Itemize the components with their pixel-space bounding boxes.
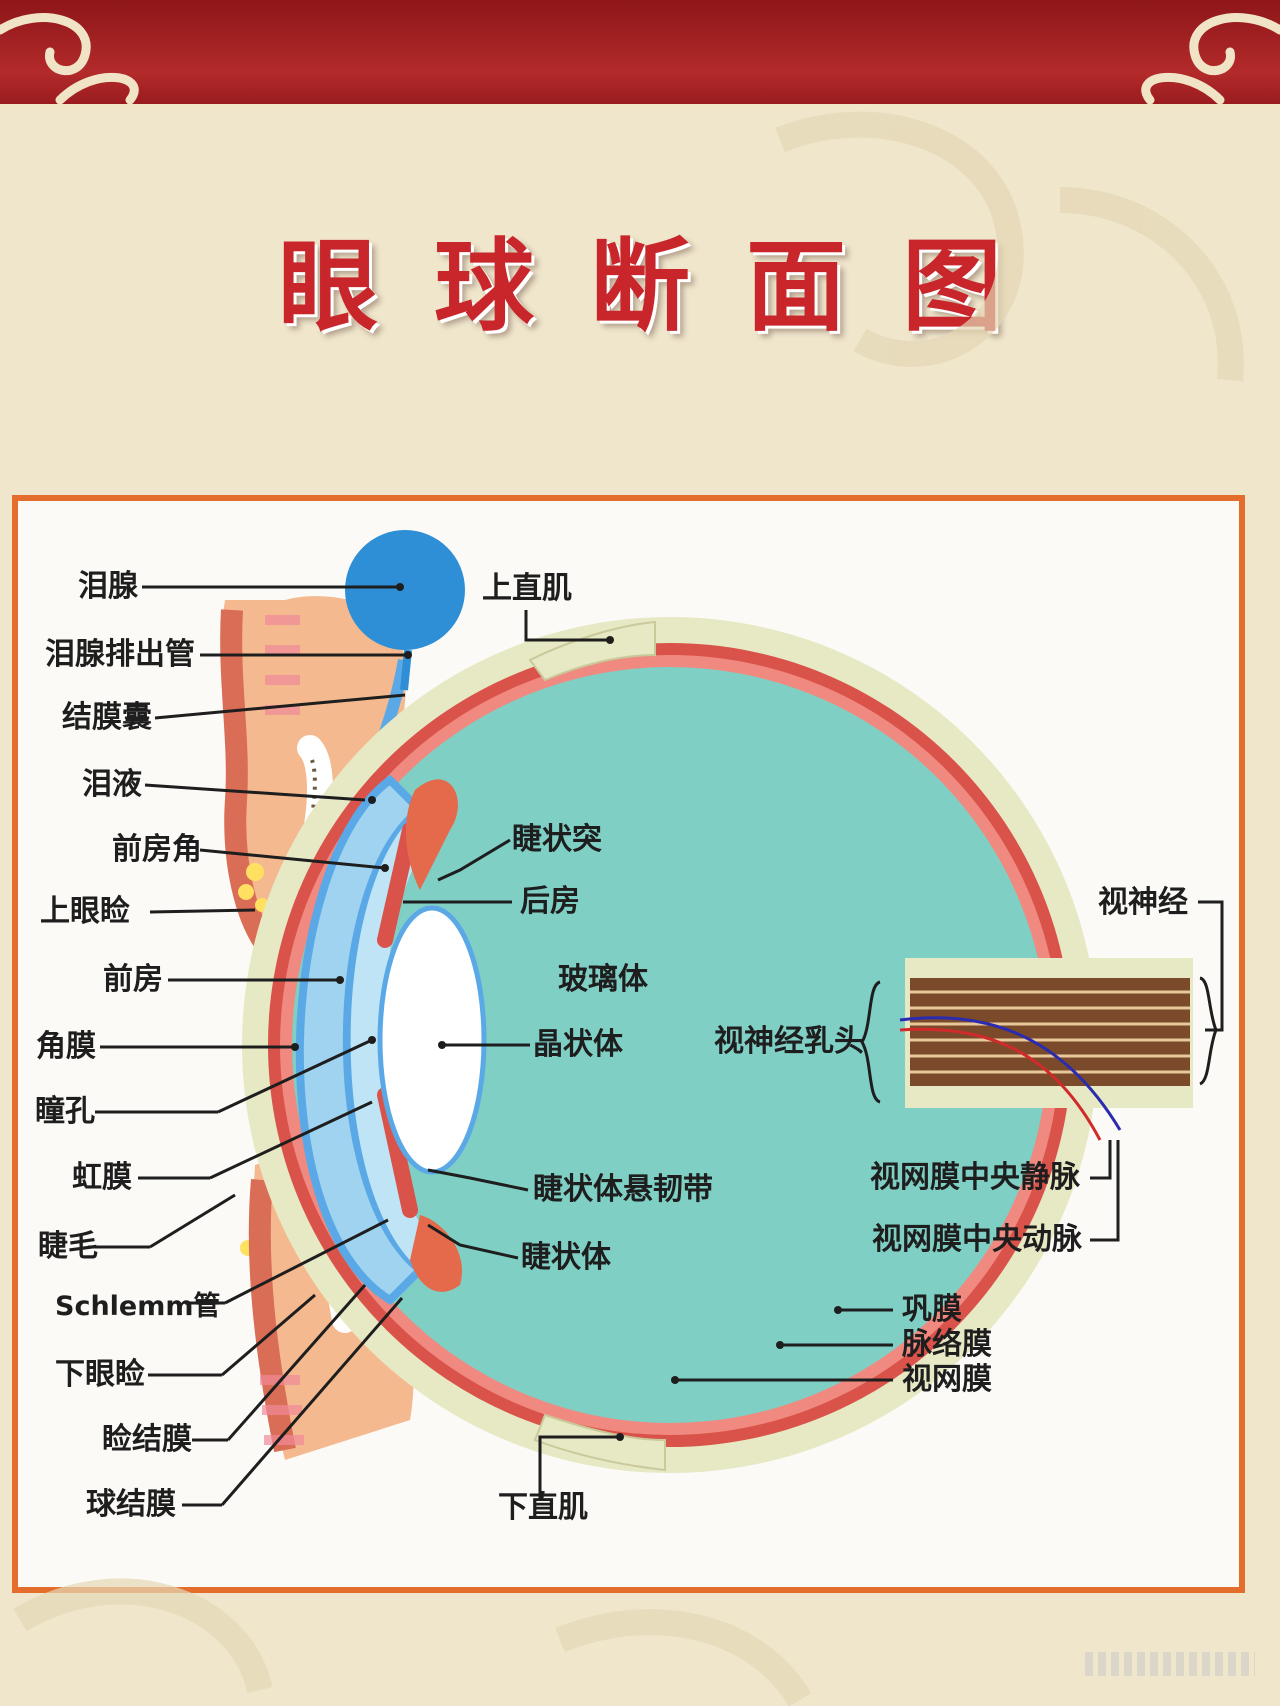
cloud-ornament-right — [1141, 13, 1280, 105]
background-swirls — [13, 111, 1244, 1706]
optic-nerve-brace — [1199, 976, 1218, 1086]
label-zonule: 睫状体悬韧带 — [533, 1172, 713, 1207]
central-retinal-artery-vessel — [899, 1027, 1102, 1141]
label-posterior-chamber: 后房 — [520, 884, 580, 919]
label-optic-nerve: 视神经 — [1098, 885, 1188, 920]
label-anterior-chamber-angle: 前房角 — [112, 832, 202, 867]
label-retina: 视网膜 — [902, 1362, 992, 1397]
label-pupil: 瞳孔 — [35, 1094, 95, 1129]
central-retinal-vein-vessel — [899, 1016, 1122, 1131]
ciliary-body-lower — [410, 1215, 462, 1292]
leader-endpoint-dots — [291, 583, 842, 1441]
label-vitreous-body: 玻璃体 — [558, 962, 648, 997]
leader-lines — [88, 585, 1224, 1507]
header-band — [0, 0, 1280, 110]
superior-rectus-muscle — [528, 620, 656, 682]
ciliary-body-upper — [405, 779, 458, 890]
bracket-braces — [860, 976, 1218, 1104]
label-cornea: 角膜 — [36, 1029, 96, 1064]
label-anterior-chamber: 前房 — [103, 962, 163, 997]
label-ciliary-body: 睫状体 — [521, 1240, 611, 1275]
cornea-shape — [295, 774, 427, 1306]
label-lens: 晶状体 — [533, 1027, 623, 1062]
label-lacrimal-gland: 泪腺 — [78, 569, 138, 604]
anterior-chamber-fluid — [350, 810, 440, 1270]
poster-title: 眼球断面图 — [278, 228, 1058, 345]
label-central-retinal-vein: 视网膜中央静脉 — [870, 1160, 1080, 1195]
label-superior-rectus: 上直肌 — [482, 571, 572, 606]
inferior-rectus-muscle — [533, 1413, 666, 1472]
label-palpebral-conjunctiva: 睑结膜 — [102, 1422, 192, 1457]
label-ciliary-process: 睫状突 — [512, 822, 602, 857]
label-iris: 虹膜 — [72, 1160, 132, 1195]
optic-nerve-fiber-lines — [910, 990, 1190, 1074]
label-upper-eyelid: 上眼睑 — [40, 894, 130, 929]
upper-eyelid-skin — [220, 609, 279, 958]
label-optic-disc: 视神经乳头 — [714, 1024, 864, 1059]
label-tears: 泪液 — [82, 767, 142, 802]
label-central-retinal-artery: 视网膜中央动脉 — [872, 1222, 1082, 1257]
cloud-ornament-left — [0, 13, 139, 105]
watermark-logo — [1085, 1652, 1255, 1676]
label-sclera: 巩膜 — [902, 1292, 962, 1327]
label-lower-eyelid: 下眼睑 — [55, 1357, 145, 1392]
iris-upper — [377, 822, 418, 948]
optic-disc-brace — [860, 980, 881, 1104]
label-bulbar-conjunctiva: 球结膜 — [86, 1487, 176, 1522]
lens — [377, 905, 487, 1175]
label-inferior-rectus: 下直肌 — [498, 1490, 588, 1525]
label-eyelash: 睫毛 — [38, 1229, 98, 1264]
label-schlemm-canal: Schlemm管 — [55, 1291, 221, 1322]
label-lacrimal-duct: 泪腺排出管 — [45, 637, 195, 672]
label-conjunctival-sac: 结膜囊 — [62, 700, 152, 735]
lacrimal-gland-shape — [345, 530, 465, 650]
label-choroid: 脉络膜 — [902, 1327, 992, 1362]
